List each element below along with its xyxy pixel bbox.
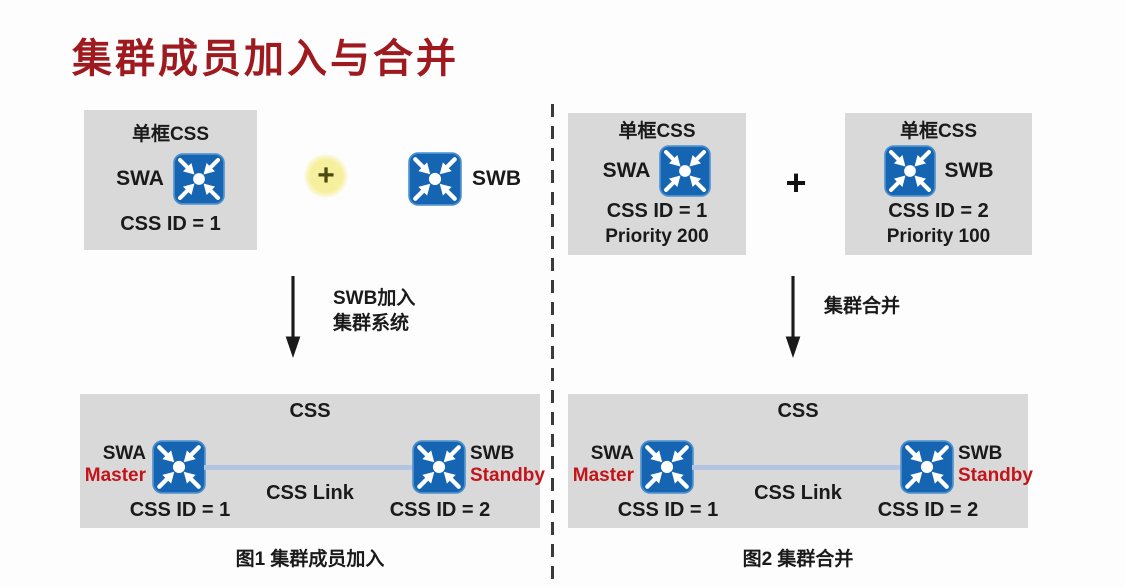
plus-icon: + [785,162,807,203]
fig2-swa-device: SWA [603,145,712,197]
fig1-standby-role-label: Standby [470,465,545,486]
fig1-left-css-id: CSS ID = 1 [129,499,231,521]
fig1-arrow-label-line2: 集群系统 [333,313,410,334]
cluster-switch-icon [173,153,225,205]
fig1-cluster-box: CSS SWA Master CSS Link SWB Standby CSS … [80,394,545,528]
fig2-cluster-title: CSS [777,400,819,422]
fig2-swa-label: SWA [602,158,651,182]
figure2-caption: 图2 集群合并 [742,549,854,570]
fig1-css-link-label: CSS Link [266,482,354,504]
fig1-right-device-labels: SWB Standby [470,443,545,487]
down-arrow-icon [284,274,302,360]
fig2-swa-css-id: CSS ID = 1 [606,199,708,222]
fig1-single-css-box: 单框CSS SWA CSS ID = 1 [84,110,257,250]
cluster-switch-icon [659,145,711,197]
fig1-master-role-label: Master [84,465,146,486]
page-title: 集群成员加入与合并 [72,37,459,81]
fig2-single-css-box-swa: 单框CSS SWA CSS ID = 1 Priority 200 [568,113,746,255]
fig1-right-css-id: CSS ID = 2 [389,499,491,521]
cluster-switch-icon [640,440,694,494]
fig2-cluster-box: CSS SWA Master CSS Link SWB Standby CSS … [568,394,1033,528]
figure1-caption: 图1 集群成员加入 [235,549,385,570]
fig2-arrow-label: 集群合并 [824,296,901,317]
cluster-switch-icon [884,145,936,197]
fig2-swb-priority: Priority 100 [886,225,991,247]
fig2-swb-device: SWB [884,145,994,197]
fig2-standby-role-label: Standby [958,465,1033,486]
fig1-swb-device: SWB [408,152,521,206]
fig1-left-device-name: SWA [102,443,146,464]
fig2-css-link-label: CSS Link [754,482,842,504]
fig1-swa-device: SWA [116,153,225,205]
fig1-cluster-title: CSS [289,400,331,422]
css-link-line [692,465,904,470]
fig2-left-css-id: CSS ID = 1 [617,499,719,521]
plus-icon: + [304,154,348,198]
fig1-single-css-box-title: 单框CSS [131,124,210,145]
fig2-swb-label: SWB [944,158,994,182]
fig2-swa-priority: Priority 200 [605,225,709,247]
cluster-switch-icon [412,440,466,494]
fig2-right-device-name: SWB [958,443,1003,464]
fig2-left-device-labels: SWA Master [568,443,634,487]
fig2-single-css-box-swb: 单框CSS SWB CSS ID = 2 Priority 100 [845,113,1032,255]
cluster-switch-icon [408,152,462,206]
fig2-swb-css-id: CSS ID = 2 [888,199,989,222]
fig1-swa-css-id: CSS ID = 1 [120,213,221,235]
fig2-boxa-title: 单框CSS [618,120,696,142]
cluster-switch-icon [152,440,206,494]
fig2-boxb-title: 单框CSS [899,120,978,142]
down-arrow-icon [784,274,802,360]
fig2-left-device-name: SWA [590,443,634,464]
fig2-right-device-labels: SWB Standby [958,443,1033,487]
fig1-left-device-labels: SWA Master [80,443,146,487]
fig2-master-role-label: Master [572,465,634,486]
cluster-switch-icon [900,440,954,494]
fig1-swa-label: SWA [116,167,164,190]
fig1-right-device-name: SWB [470,443,515,464]
fig1-swb-label: SWB [472,167,521,190]
fig2-right-css-id: CSS ID = 2 [877,499,979,521]
fig1-arrow-label-line1: SWB加入 [333,288,416,309]
dashed-divider-line [551,104,554,587]
css-link-line [204,465,416,470]
fig1-arrow-label: SWB加入 集群系统 [333,286,415,336]
